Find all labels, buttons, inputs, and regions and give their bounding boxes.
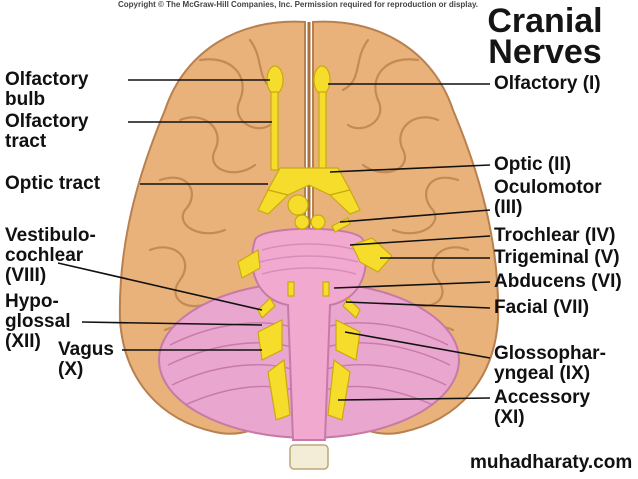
leader-lines xyxy=(57,79,491,401)
title-line-2: Nerves xyxy=(488,33,602,71)
mammillary-left xyxy=(294,214,310,230)
label-line: (VIII) xyxy=(5,265,47,286)
olfactory-tract-left xyxy=(270,91,279,171)
label-line: Hypo- xyxy=(5,291,59,312)
label-line: yngeal (IX) xyxy=(494,363,591,384)
label-line: (XI) xyxy=(494,407,525,428)
label-vestibulocochlear: Vestibulo- cochlear (VIII) xyxy=(5,226,96,286)
figure-title: Cranial Nerves xyxy=(470,2,620,71)
optic-tracts xyxy=(257,189,361,215)
olfactory-tract-right xyxy=(318,91,327,171)
copyright-notice: Copyright © The McGraw-Hill Companies, I… xyxy=(118,0,479,9)
site-watermark: muhadharaty.com xyxy=(470,452,633,473)
cranial-nerves xyxy=(237,65,393,421)
label-abducens-vi: Abducens (VI) xyxy=(494,272,622,292)
label-hypoglossal: Hypo- glossal (XII) xyxy=(5,292,70,352)
trigeminal-nerve xyxy=(351,237,393,273)
label-line: glossal xyxy=(5,311,71,332)
label-line: Trigeminal (V) xyxy=(494,247,620,268)
facial-vestibulocochlear-left xyxy=(257,297,276,319)
label-line: Olfactory xyxy=(5,111,89,132)
olfactory-bulb-right xyxy=(313,65,331,95)
label-line: bulb xyxy=(5,89,46,110)
spinal-cord-section xyxy=(289,444,329,470)
label-glossopharyngeal-ix: Glossophar- yngeal (IX) xyxy=(494,344,606,384)
label-trochlear-iv: Trochlear (IV) xyxy=(494,226,615,246)
label-line: Optic tract xyxy=(5,173,101,194)
label-facial-vii: Facial (VII) xyxy=(494,298,589,318)
label-line: Vestibulo- xyxy=(5,225,96,246)
label-line: Trochlear (IV) xyxy=(494,225,616,246)
label-line: (III) xyxy=(494,197,523,218)
label-vagus: Vagus (X) xyxy=(58,340,114,380)
title-line-1: Cranial xyxy=(487,2,603,40)
label-line: Accessory xyxy=(494,387,591,408)
label-olfactory-bulb: Olfactory bulb xyxy=(5,70,88,110)
accessory-left xyxy=(267,358,291,421)
label-line: Olfactory (I) xyxy=(494,73,601,94)
accessory-right xyxy=(327,358,351,421)
facial-vestibulocochlear-right xyxy=(342,297,361,319)
label-oculomotor-iii: Oculomotor (III) xyxy=(494,178,602,218)
label-line: Glossophar- xyxy=(494,343,606,364)
label-line: cochlear xyxy=(5,245,84,266)
brainstem xyxy=(251,227,367,470)
label-optic-tract: Optic tract xyxy=(5,174,100,194)
label-line: Olfactory xyxy=(5,69,89,90)
label-trigeminal-v: Trigeminal (V) xyxy=(494,248,620,268)
abducens-right xyxy=(322,281,330,297)
trigeminal-nerve-left xyxy=(237,249,261,279)
label-line: (XII) xyxy=(5,331,41,352)
label-line: Oculomotor xyxy=(494,177,602,198)
label-olfactory-i: Olfactory (I) xyxy=(494,74,601,94)
label-optic-ii: Optic (II) xyxy=(494,155,571,175)
abducens-left xyxy=(287,281,295,297)
label-line: Abducens (VI) xyxy=(494,271,622,292)
label-olfactory-tract: Olfactory tract xyxy=(5,112,88,152)
label-line: tract xyxy=(5,131,47,152)
label-line: Facial (VII) xyxy=(494,297,590,318)
mammillary-right xyxy=(310,214,326,230)
label-line: Optic (II) xyxy=(494,154,572,175)
pituitary-stalk xyxy=(287,194,309,216)
glossopharyngeal-vagus-left xyxy=(257,319,283,361)
label-line: Vagus xyxy=(58,339,114,360)
label-line: (X) xyxy=(58,359,84,380)
glossopharyngeal-vagus-right xyxy=(335,319,361,361)
label-accessory-xi: Accessory (XI) xyxy=(494,388,590,428)
